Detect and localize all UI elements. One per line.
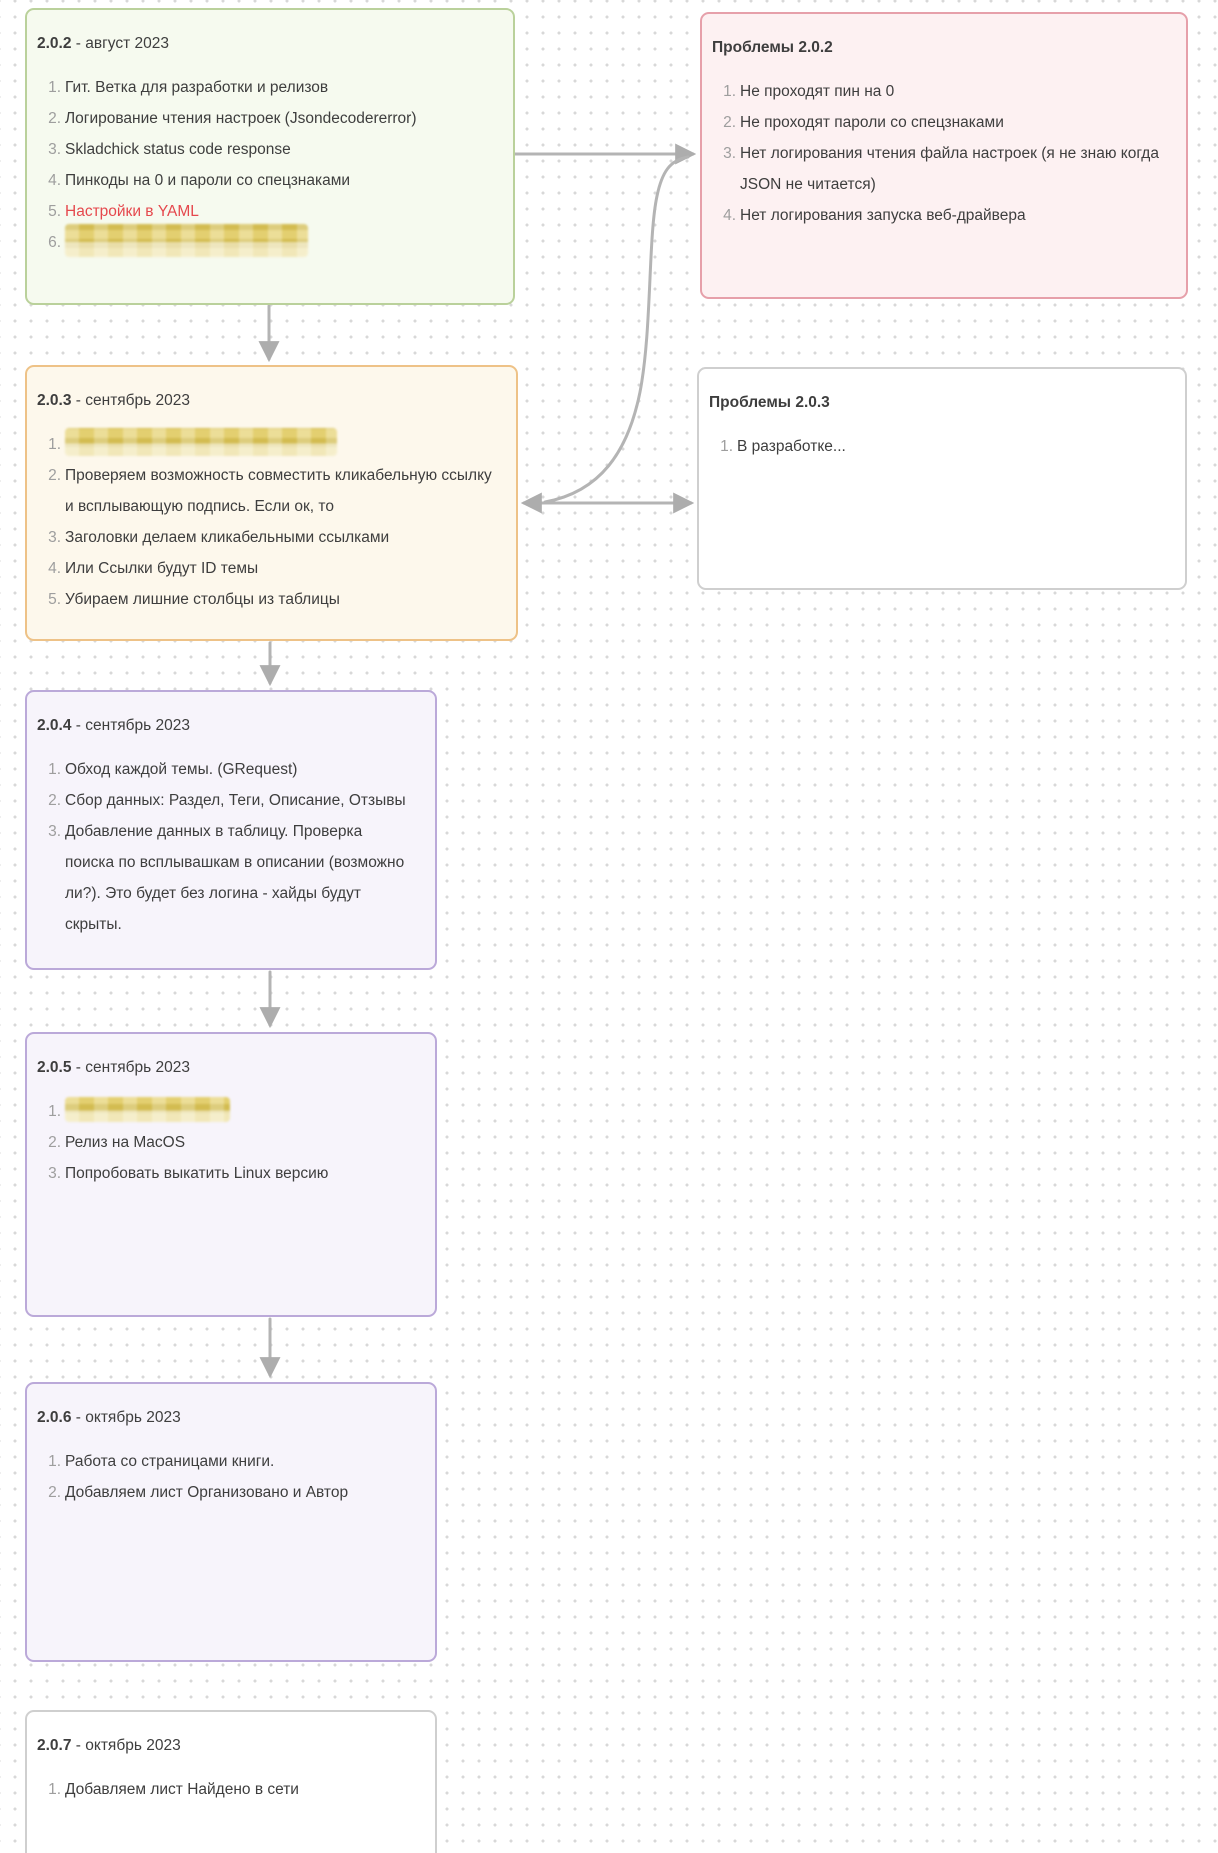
list-item-text: Обход каждой темы. (GRequest) — [65, 761, 298, 778]
connector-2-0-3-to-problems-2-0-2[interactable] — [543, 155, 690, 504]
list-item-text: Нет логирования чтения файла настроек (я… — [740, 145, 1159, 193]
card-list: Релиз на MacOS Попробовать выкатить Linux… — [35, 1096, 411, 1189]
card-title: 2.0.2 - август 2023 — [37, 32, 489, 56]
card-title: Проблемы 2.0.2 — [712, 36, 1162, 60]
list-item: Skladchick status code response — [35, 134, 489, 165]
list-item: Обход каждой темы. (GRequest) — [35, 754, 411, 785]
list-item-text: Гит. Ветка для разработки и релизов — [65, 79, 329, 96]
list-item-text: Нет логирования запуска веб-драйвера — [740, 207, 1026, 224]
list-item-text: Skladchick status code response — [65, 141, 291, 158]
list-item: Не проходят пароли со спецзнаками — [710, 107, 1162, 138]
card-2-0-2[interactable]: 2.0.2 - август 2023 Гит. Ветка для разра… — [25, 8, 515, 305]
list-item-text: Или Ссылки будут ID темы — [65, 560, 259, 577]
list-item: Работа со страницами книги. — [35, 1446, 411, 1477]
redacted-blob — [65, 223, 308, 257]
card-title-date: - сентябрь 2023 — [71, 1059, 191, 1076]
list-item: Релиз на MacOS — [35, 1127, 411, 1158]
list-item — [35, 223, 489, 258]
card-version: 2.0.6 — [37, 1409, 72, 1426]
list-item: Не проходят пин на 0 — [710, 76, 1162, 107]
card-list: Проверяем возможность совместить кликабе… — [35, 428, 492, 615]
card-title: Проблемы 2.0.3 — [709, 391, 1161, 415]
list-item-text: Добавляем лист Найдено в сети — [65, 1781, 299, 1798]
list-item: Логирование чтения настроек (Jsondecoder… — [35, 103, 489, 134]
list-item: Гит. Ветка для разработки и релизов — [35, 72, 489, 103]
list-item: Добавляем лист Организовано и Автор — [35, 1477, 411, 1508]
list-item-text: Добавляем лист Организовано и Автор — [65, 1484, 349, 1501]
list-item-text: В разработке... — [737, 438, 846, 455]
list-item-text: Не проходят пароли со спецзнаками — [740, 114, 1004, 131]
list-item-text: Пинкоды на 0 и пароли со спецзнаками — [65, 172, 351, 189]
card-problems-2-0-3[interactable]: Проблемы 2.0.3 В разработке... — [697, 367, 1187, 590]
redacted-blob — [65, 428, 337, 457]
card-2-0-4[interactable]: 2.0.4 - сентябрь 2023 Обход каждой темы.… — [25, 690, 437, 970]
card-title: 2.0.4 - сентябрь 2023 — [37, 714, 411, 738]
card-title-date: - октябрь 2023 — [71, 1737, 181, 1754]
list-item-text: Логирование чтения настроек (Jsondecoder… — [65, 110, 417, 127]
card-title: 2.0.7 - октябрь 2023 — [37, 1734, 411, 1758]
card-title: 2.0.3 - сентябрь 2023 — [37, 389, 492, 413]
list-item: Настройки в YAML — [35, 196, 489, 227]
card-title: 2.0.5 - сентябрь 2023 — [37, 1056, 411, 1080]
list-item — [35, 1096, 411, 1127]
card-list: Не проходят пин на 0 Не проходят пароли с… — [710, 76, 1162, 231]
card-list: Добавляем лист Найдено в сети — [35, 1774, 411, 1805]
list-item-text: Настройки в YAML — [65, 203, 199, 220]
card-title-date: - сентябрь 2023 — [71, 392, 191, 409]
card-version: 2.0.4 — [37, 717, 72, 734]
list-item: Попробовать выкатить Linux версию — [35, 1158, 411, 1189]
list-item-text: Добавление данных в таблицу. Проверка по… — [65, 823, 405, 933]
card-2-0-7[interactable]: 2.0.7 - октябрь 2023 Добавляем лист Найд… — [25, 1710, 437, 1853]
list-item: Проверяем возможность совместить кликабе… — [35, 460, 492, 522]
list-item: Добавляем лист Найдено в сети — [35, 1774, 411, 1805]
list-item: Пинкоды на 0 и пароли со спецзнаками — [35, 165, 489, 196]
list-item-text: Работа со страницами книги. — [65, 1453, 275, 1470]
card-version: Проблемы 2.0.3 — [709, 394, 830, 411]
list-item: Сбор данных: Раздел, Теги, Описание, Отз… — [35, 785, 411, 816]
card-version: 2.0.2 — [37, 35, 72, 52]
list-item: В разработке... — [707, 431, 1161, 462]
list-item-text: Заголовки делаем кликабельными ссылками — [65, 529, 390, 546]
card-list: Обход каждой темы. (GRequest) Сбор данных… — [35, 754, 411, 940]
card-title: 2.0.6 - октябрь 2023 — [37, 1406, 411, 1430]
list-item: Нет логирования чтения файла настроек (я… — [710, 138, 1162, 200]
list-item: Или Ссылки будут ID темы — [35, 553, 492, 584]
list-item-text: Убираем лишние столбцы из таблицы — [65, 591, 340, 608]
list-item: Заголовки делаем кликабельными ссылками — [35, 522, 492, 553]
card-2-0-5[interactable]: 2.0.5 - сентябрь 2023 Релиз на MacOS Попр… — [25, 1032, 437, 1317]
card-version: 2.0.3 — [37, 392, 72, 409]
card-list: Работа со страницами книги. Добавляем лис… — [35, 1446, 411, 1508]
card-version: Проблемы 2.0.2 — [712, 39, 833, 56]
list-item-text: Не проходят пин на 0 — [740, 83, 895, 100]
card-version: 2.0.5 — [37, 1059, 72, 1076]
list-item: Добавление данных в таблицу. Проверка по… — [35, 816, 411, 940]
list-item-text: Попробовать выкатить Linux версию — [65, 1165, 329, 1182]
card-title-date: - сентябрь 2023 — [71, 717, 191, 734]
list-item-text: Релиз на MacOS — [65, 1134, 186, 1151]
card-title-date: - август 2023 — [71, 35, 169, 52]
list-item — [35, 428, 492, 460]
card-title-date: - октябрь 2023 — [71, 1409, 181, 1426]
card-2-0-3[interactable]: 2.0.3 - сентябрь 2023 Проверяем возможно… — [25, 365, 518, 641]
card-version: 2.0.7 — [37, 1737, 72, 1754]
list-item-text: Проверяем возможность совместить кликабе… — [65, 467, 492, 515]
list-item: Убираем лишние столбцы из таблицы — [35, 584, 492, 615]
card-list: В разработке... — [707, 431, 1161, 462]
card-2-0-6[interactable]: 2.0.6 - октябрь 2023 Работа со страницам… — [25, 1382, 437, 1662]
list-item: Нет логирования запуска веб-драйвера — [710, 200, 1162, 231]
redacted-blob — [65, 1096, 230, 1122]
list-item-text: Сбор данных: Раздел, Теги, Описание, Отз… — [65, 792, 406, 809]
